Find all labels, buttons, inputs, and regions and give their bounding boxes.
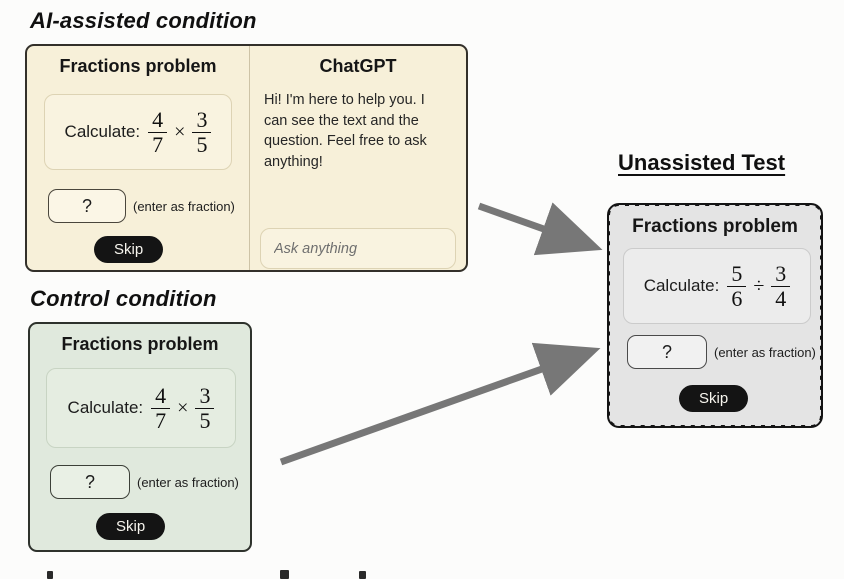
chatgpt-message: Hi! I'm here to help you. I can see the … <box>263 92 427 170</box>
answer-input[interactable] <box>50 465 130 499</box>
ai-condition-title: AI-assisted condition <box>30 8 257 33</box>
ai-fractions-column: Fractions problem Calculate: 4 7 × 3 5 <box>27 46 249 270</box>
operator: ÷ <box>753 274 765 297</box>
fractions-problem-header: Fractions problem <box>632 216 798 237</box>
fraction-numerator: 4 <box>151 384 171 409</box>
answer-hint: (enter as fraction) <box>137 474 239 490</box>
fraction-numerator: 5 <box>727 262 747 287</box>
fraction-1: 4 7 <box>148 108 168 157</box>
fraction-denominator: 5 <box>196 131 208 157</box>
cropped-caption-fragment <box>359 571 366 579</box>
fraction-denominator: 7 <box>152 131 164 157</box>
fraction-denominator: 7 <box>155 407 167 433</box>
unassisted-test-title: Unassisted Test <box>618 150 786 175</box>
answer-input[interactable] <box>48 189 126 223</box>
calculate-box: Calculate: 4 7 × 3 5 <box>44 94 232 170</box>
fraction-2: 3 5 <box>192 108 212 157</box>
chat-input[interactable] <box>259 228 456 269</box>
answer-input[interactable] <box>627 335 707 369</box>
control-condition-title: Control condition <box>30 286 217 311</box>
cropped-caption-fragment <box>280 570 289 579</box>
cropped-caption-fragment <box>47 571 53 579</box>
calculate-label: Calculate: <box>67 398 144 417</box>
arrow-control-to-test <box>279 342 601 466</box>
fraction-1: 4 7 <box>151 384 171 433</box>
fraction-numerator: 3 <box>771 262 791 287</box>
fraction-expression: 5 6 ÷ 3 4 <box>727 262 791 311</box>
fraction-denominator: 5 <box>199 407 211 433</box>
arrow-ai-to-test <box>477 202 603 256</box>
fraction-numerator: 4 <box>148 108 168 133</box>
control-condition-panel: Fractions problem Calculate: 4 7 × 3 5 (… <box>28 322 252 552</box>
operator: × <box>177 396 189 419</box>
fraction-denominator: 6 <box>731 285 743 311</box>
calculate-box: Calculate: 5 6 ÷ 3 4 <box>623 248 811 324</box>
calculate-label: Calculate: <box>643 276 720 295</box>
answer-hint: (enter as fraction) <box>714 344 816 360</box>
fraction-1: 5 6 <box>727 262 747 311</box>
fraction-2: 3 4 <box>771 262 791 311</box>
ai-condition-panel: Fractions problem Calculate: 4 7 × 3 5 <box>25 44 468 272</box>
chatgpt-column: ChatGPT Hi! I'm here to help you. I can … <box>248 46 466 270</box>
skip-button[interactable]: Skip <box>94 236 164 263</box>
skip-button[interactable]: Skip <box>96 513 166 540</box>
fraction-expression: 4 7 × 3 5 <box>151 384 215 433</box>
calculate-label: Calculate: <box>64 122 141 141</box>
fraction-expression: 4 7 × 3 5 <box>148 108 212 157</box>
chatgpt-header: ChatGPT <box>319 56 397 76</box>
fractions-problem-header: Fractions problem <box>59 56 217 76</box>
fraction-denominator: 4 <box>775 285 787 311</box>
fractions-problem-header: Fractions problem <box>61 334 219 354</box>
fraction-numerator: 3 <box>195 384 215 409</box>
skip-button[interactable]: Skip <box>679 385 749 412</box>
unassisted-test-panel: Fractions problem Calculate: 5 6 ÷ 3 4 (… <box>607 203 823 428</box>
fraction-numerator: 3 <box>192 108 212 133</box>
calculate-box: Calculate: 4 7 × 3 5 <box>46 368 236 448</box>
fraction-2: 3 5 <box>195 384 215 433</box>
answer-hint: (enter as fraction) <box>133 198 235 214</box>
operator: × <box>174 120 186 143</box>
